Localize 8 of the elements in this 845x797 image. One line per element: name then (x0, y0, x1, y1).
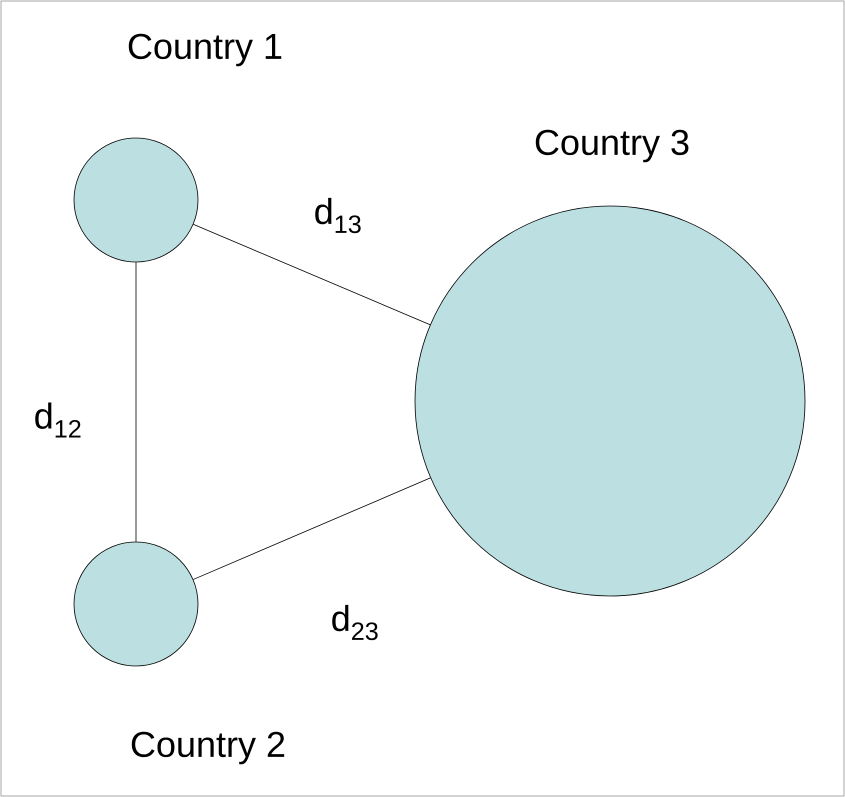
country-label: Country 2 (132, 732, 284, 764)
edge-label: d$_{12}$ (32, 401, 84, 439)
edge-label: d$_{13}$ (312, 196, 364, 234)
edge-label: d$_{23}$ (330, 604, 380, 642)
country-label: Country 1 (128, 34, 282, 66)
country-label: Country 3 (536, 130, 688, 162)
connector-line (192, 478, 431, 580)
connector-line (193, 224, 430, 326)
